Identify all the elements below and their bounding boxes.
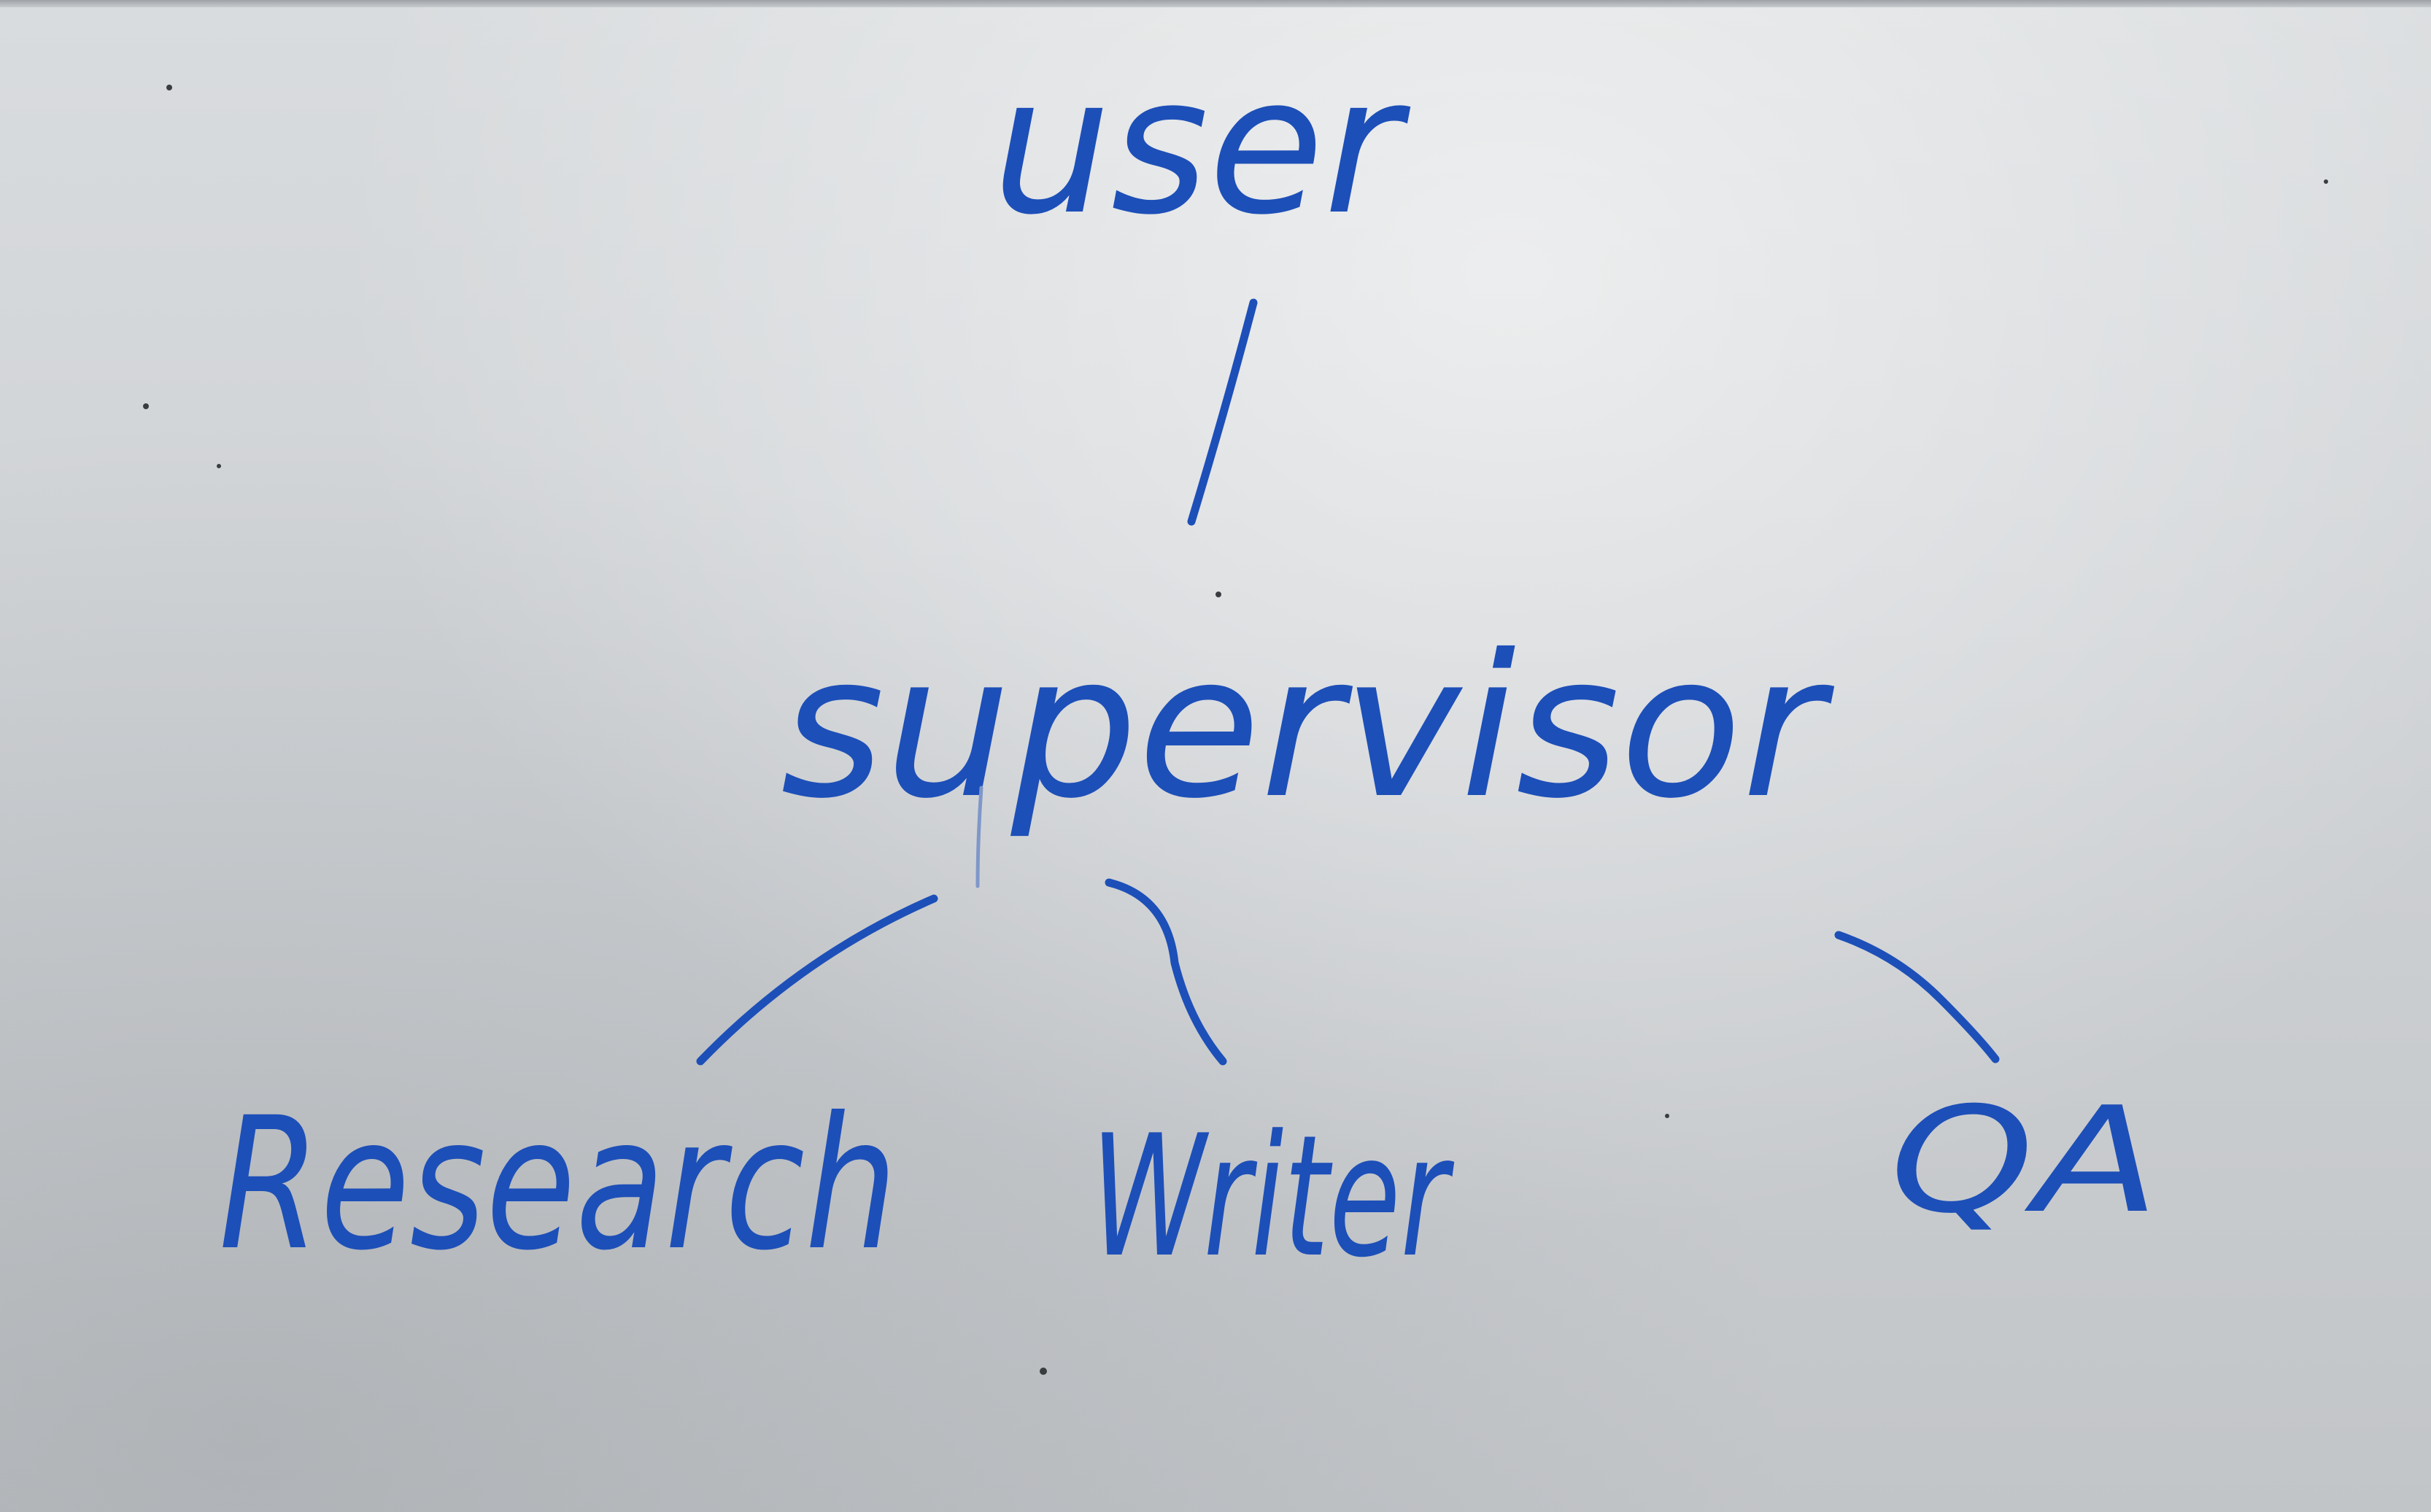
whiteboard-frame-edge	[0, 0, 2431, 7]
board-speck	[166, 85, 172, 90]
node-writer: Writer	[1091, 1100, 1455, 1295]
board-speck	[1216, 592, 1221, 597]
board-speck	[1665, 1114, 1669, 1118]
node-research: Research	[219, 1078, 897, 1290]
board-speck	[2324, 179, 2328, 184]
board-speck	[217, 464, 221, 468]
board-speck	[143, 403, 149, 409]
node-user: user	[992, 36, 1412, 257]
edge-user-supervisor	[1187, 298, 1258, 526]
ghost-stroke	[975, 786, 983, 888]
node-supervisor: supervisor	[781, 612, 1836, 842]
node-qa: QA	[1890, 1076, 2160, 1246]
edge-supervisor-qa	[1834, 931, 2000, 1063]
edge-supervisor-writer	[1105, 878, 1227, 1066]
board-speck	[1040, 1368, 1047, 1375]
edge-supervisor-research	[696, 894, 938, 1066]
